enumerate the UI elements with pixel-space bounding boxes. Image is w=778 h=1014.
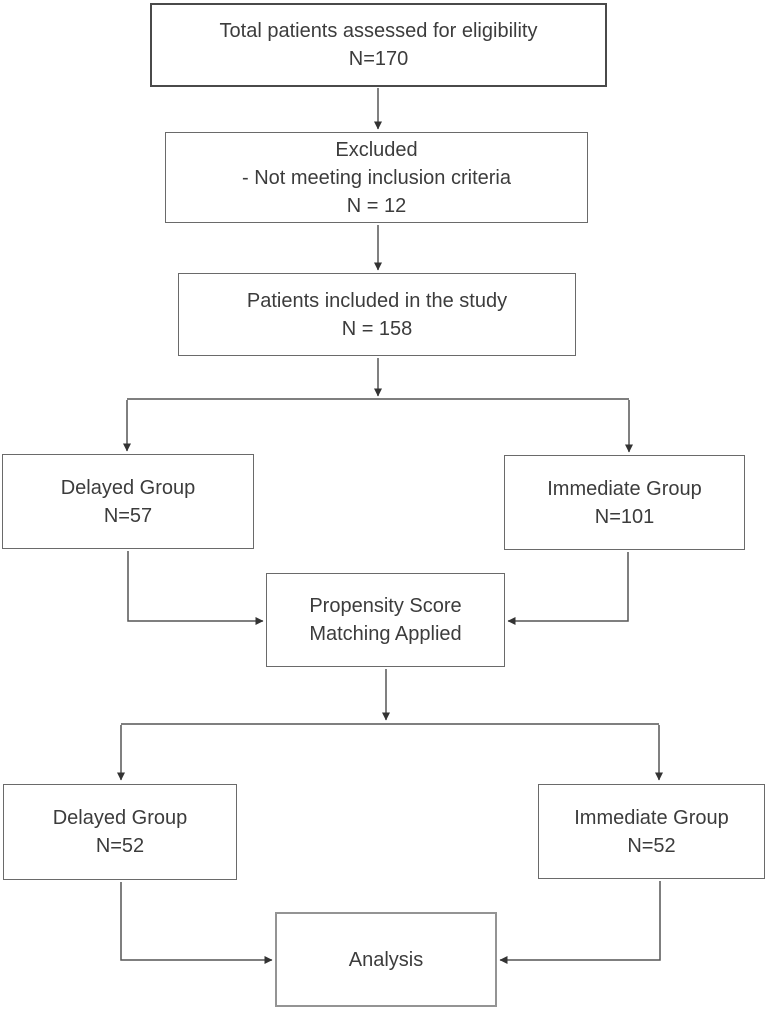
node-text-line: Analysis: [348, 948, 424, 971]
node-delayed-group-post: Delayed Group N=52: [3, 784, 237, 880]
node-delayed-group-pre: Delayed Group N=57: [2, 454, 254, 549]
node-text-line: Matching Applied: [309, 623, 462, 645]
edge-delayed-pre-psm: [127, 551, 264, 625]
node-text-line: Immediate Group: [547, 477, 702, 500]
node-text-line: Patients included in the study: [246, 289, 508, 312]
node-text-line: N = 12: [346, 194, 407, 217]
node-text-line: N=52: [627, 834, 676, 857]
node-text-line: Immediate Group: [574, 806, 729, 829]
node-text-line: N=52: [95, 835, 145, 857]
node-text-line: N = 158: [341, 317, 413, 340]
node-excluded: Excluded - Not meeting inclusion criteri…: [165, 132, 588, 223]
node-text-line: - Not meeting inclusion criteria: [242, 166, 511, 189]
node-text-line: Delayed Group: [60, 476, 196, 499]
node-eligibility: Total patients assessed for eligibility …: [150, 3, 607, 87]
node-text-line: Total patients assessed for eligibility: [219, 20, 538, 42]
node-text-line: N=101: [594, 505, 655, 528]
node-immediate-group-post: Immediate Group N=52: [538, 784, 765, 879]
node-immediate-group-pre: Immediate Group N=101: [504, 455, 745, 550]
node-propensity-matching: Propensity Score Matching Applied: [266, 573, 505, 667]
edge-immediate-post-analysis: [499, 881, 661, 964]
node-text-line: N=57: [103, 504, 153, 527]
node-text-line: Propensity Score: [309, 595, 462, 617]
node-text-line: Excluded: [335, 138, 418, 161]
edge-delayed-post-analysis: [120, 882, 273, 964]
node-analysis: Analysis: [275, 912, 497, 1007]
edge-immediate-pre-psm: [507, 552, 629, 625]
node-included: Patients included in the study N = 158: [178, 273, 576, 356]
node-text-line: Delayed Group: [52, 807, 188, 829]
node-text-line: N=170: [348, 48, 409, 70]
